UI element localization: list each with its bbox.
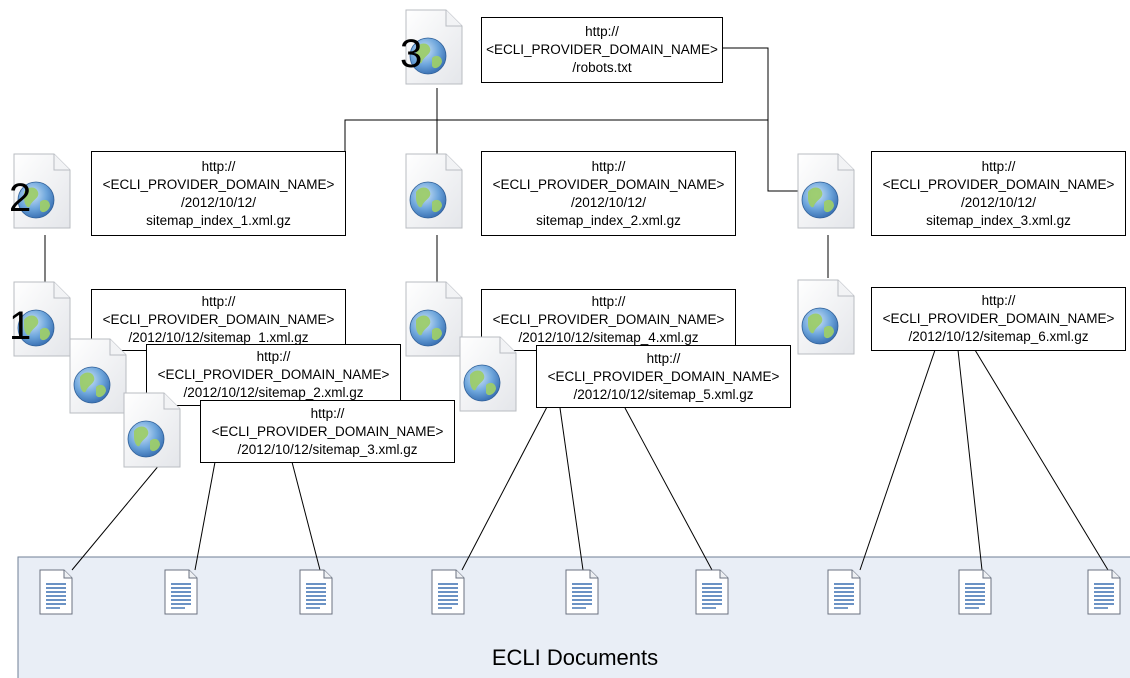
sitemap-1-line-2: <ECLI_PROVIDER_DOMAIN_NAME> bbox=[102, 312, 335, 327]
sitemap-5-line-3: /2012/10/12/sitemap_5.xml.gz bbox=[573, 386, 754, 402]
sitemap-4-line-1: http:// bbox=[591, 294, 626, 309]
sitemap-box-1: http:// <ECLI_PROVIDER_DOMAIN_NAME> /201… bbox=[91, 289, 346, 351]
sitemap-index-2-line-1: http:// bbox=[591, 158, 626, 174]
connector-lines bbox=[44, 47, 1109, 571]
sitemap-box-6: http:// <ECLI_PROVIDER_DOMAIN_NAME> /201… bbox=[871, 287, 1126, 351]
sitemap-index-3-line-4: sitemap_index_3.xml.gz bbox=[926, 212, 1071, 228]
sitemap-box-5: http:// <ECLI_PROVIDER_DOMAIN_NAME> /201… bbox=[536, 345, 791, 408]
robots-line-3: /robots.txt bbox=[572, 60, 632, 75]
sitemap-1-line-1: http:// bbox=[201, 294, 236, 309]
sitemap-4-line-2: <ECLI_PROVIDER_DOMAIN_NAME> bbox=[492, 312, 725, 327]
sitemap-index-3-line-2: <ECLI_PROVIDER_DOMAIN_NAME> bbox=[882, 176, 1115, 192]
level-number-2: 2 bbox=[9, 176, 32, 220]
sitemap-index-2-line-4: sitemap_index_2.xml.gz bbox=[536, 212, 681, 228]
sitemap-index-1-line-1: http:// bbox=[201, 158, 236, 174]
sitemap-index-2-line-2: <ECLI_PROVIDER_DOMAIN_NAME> bbox=[492, 176, 725, 192]
sitemap-6-line-2: <ECLI_PROVIDER_DOMAIN_NAME> bbox=[882, 311, 1115, 326]
sitemap-index-3-line-1: http:// bbox=[981, 158, 1016, 174]
sitemap-5-line-1: http:// bbox=[646, 350, 681, 366]
sitemap-3-line-2: <ECLI_PROVIDER_DOMAIN_NAME> bbox=[211, 423, 444, 439]
robots-line-2: <ECLI_PROVIDER_DOMAIN_NAME> bbox=[486, 42, 718, 57]
sitemap-6-line-1: http:// bbox=[981, 293, 1016, 308]
sitemap-index-box-2: http:// <ECLI_PROVIDER_DOMAIN_NAME> /201… bbox=[481, 151, 736, 236]
sitemap-1-line-3: /2012/10/12/sitemap_1.xml.gz bbox=[128, 330, 309, 345]
sitemap-3-line-1: http:// bbox=[310, 405, 345, 421]
sitemap-index-1-line-4: sitemap_index_1.xml.gz bbox=[146, 212, 291, 228]
sitemap-index-box-1: http:// <ECLI_PROVIDER_DOMAIN_NAME> /201… bbox=[91, 151, 346, 236]
ecli-documents-label: ECLI Documents bbox=[491, 645, 659, 670]
level-number-3: 3 bbox=[400, 32, 423, 76]
sitemap-index-box-3: http:// <ECLI_PROVIDER_DOMAIN_NAME> /201… bbox=[871, 151, 1126, 236]
sitemap-2-line-3: /2012/10/12/sitemap_2.xml.gz bbox=[183, 385, 364, 400]
level-number-1: 1 bbox=[9, 304, 32, 348]
sitemap-index-2-line-3: /2012/10/12/ bbox=[570, 194, 647, 210]
sitemap-5-line-2: <ECLI_PROVIDER_DOMAIN_NAME> bbox=[547, 368, 780, 384]
sitemap-index-1-line-3: /2012/10/12/ bbox=[180, 194, 257, 210]
sitemap-box-4: http:// <ECLI_PROVIDER_DOMAIN_NAME> /201… bbox=[481, 289, 736, 351]
sitemap-2-line-1: http:// bbox=[256, 349, 291, 364]
sitemap-2-line-2: <ECLI_PROVIDER_DOMAIN_NAME> bbox=[157, 367, 390, 382]
sitemap-box-3: http:// <ECLI_PROVIDER_DOMAIN_NAME> /201… bbox=[200, 400, 455, 463]
sitemap-6-line-3: /2012/10/12/sitemap_6.xml.gz bbox=[908, 329, 1089, 344]
sitemap-index-1-line-2: <ECLI_PROVIDER_DOMAIN_NAME> bbox=[102, 176, 335, 192]
sitemap-index-3-line-3: /2012/10/12/ bbox=[960, 194, 1037, 210]
robots-line-1: http:// bbox=[585, 24, 619, 39]
sitemap-3-line-3: /2012/10/12/sitemap_3.xml.gz bbox=[237, 441, 418, 457]
sitemap-4-line-3: /2012/10/12/sitemap_4.xml.gz bbox=[518, 330, 699, 345]
sitemap-box-2: http:// <ECLI_PROVIDER_DOMAIN_NAME> /201… bbox=[146, 344, 401, 406]
web-page-globe-icon bbox=[123, 392, 181, 468]
robots-url-box: http:// <ECLI_PROVIDER_DOMAIN_NAME> /rob… bbox=[481, 17, 723, 83]
